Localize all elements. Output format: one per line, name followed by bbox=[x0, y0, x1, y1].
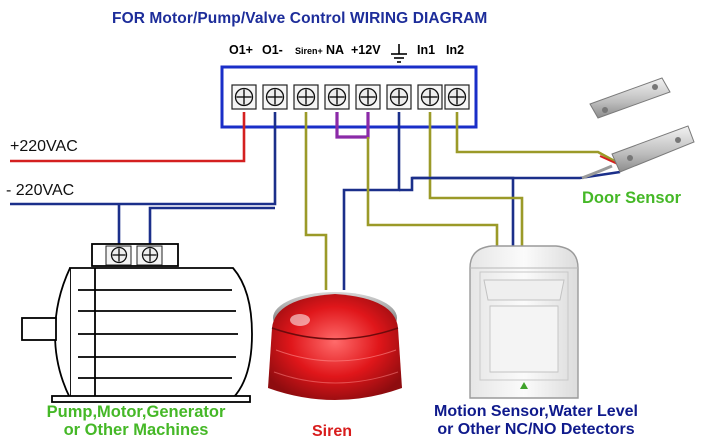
screw-terminal-icon bbox=[105, 245, 132, 266]
screw-terminals bbox=[231, 84, 470, 110]
screw-terminal-icon bbox=[324, 84, 350, 110]
wire-motor-2 bbox=[148, 206, 275, 255]
wire-siren-minus bbox=[342, 112, 401, 290]
door-sensor-illustration bbox=[581, 77, 695, 180]
motor-terminal-box bbox=[91, 243, 179, 267]
supply-line-label: +220VAC bbox=[10, 138, 78, 155]
page-title: FOR Motor/Pump/Valve Control WIRING DIAG… bbox=[112, 10, 488, 27]
motor-base bbox=[51, 395, 251, 403]
terminal-label-o1-plus: O1+ bbox=[229, 43, 253, 57]
detector-label-line1: Motion Sensor,Water Level bbox=[434, 403, 638, 420]
wires bbox=[10, 112, 623, 290]
terminal-block bbox=[220, 65, 478, 129]
detector-label-line2: or Other NC/NO Detectors bbox=[437, 421, 635, 438]
wire-in1-detector bbox=[428, 112, 524, 255]
screw-terminal-icon bbox=[444, 84, 470, 110]
screw-terminal-icon bbox=[417, 84, 443, 110]
wire-jumper bbox=[335, 112, 370, 139]
wire-door-ground bbox=[412, 170, 621, 180]
wire-siren-plus bbox=[304, 112, 328, 290]
screw-terminal-icon bbox=[355, 84, 381, 110]
screw-terminal-icon bbox=[386, 84, 412, 110]
siren-label: Siren bbox=[312, 423, 353, 440]
screw-terminal-icon bbox=[293, 84, 319, 110]
terminal-label-in1: In1 bbox=[417, 43, 436, 57]
motor-illustration bbox=[21, 243, 253, 403]
ground-symbol-icon bbox=[391, 44, 407, 63]
wire-detector-power bbox=[366, 137, 499, 255]
terminal-label-in2: In2 bbox=[446, 43, 465, 57]
machine-label-line1: Pump,Motor,Generator bbox=[46, 403, 226, 421]
wire-in2-door bbox=[455, 112, 621, 166]
machine-label-line2: or Other Machines bbox=[63, 421, 209, 439]
motor-shaft bbox=[21, 317, 57, 341]
supply-neutral-label: - 220VAC bbox=[6, 182, 75, 199]
siren-illustration bbox=[268, 292, 402, 400]
screw-terminal-icon bbox=[136, 245, 163, 266]
motor-body bbox=[69, 267, 253, 399]
terminal-label-na: NA bbox=[326, 43, 345, 57]
wire-220vac-line bbox=[10, 112, 246, 163]
screw-terminal-icon bbox=[231, 84, 257, 110]
door-sensor-label: Door Sensor bbox=[582, 189, 682, 207]
terminal-label-o1-minus: O1- bbox=[262, 43, 283, 57]
terminal-label-12v: +12V bbox=[351, 43, 381, 57]
terminal-label-siren-plus: Siren+ bbox=[295, 46, 323, 56]
motion-detector-illustration bbox=[469, 245, 579, 399]
wire-220vac-neutral bbox=[10, 112, 277, 206]
screw-terminal-icon bbox=[262, 84, 288, 110]
